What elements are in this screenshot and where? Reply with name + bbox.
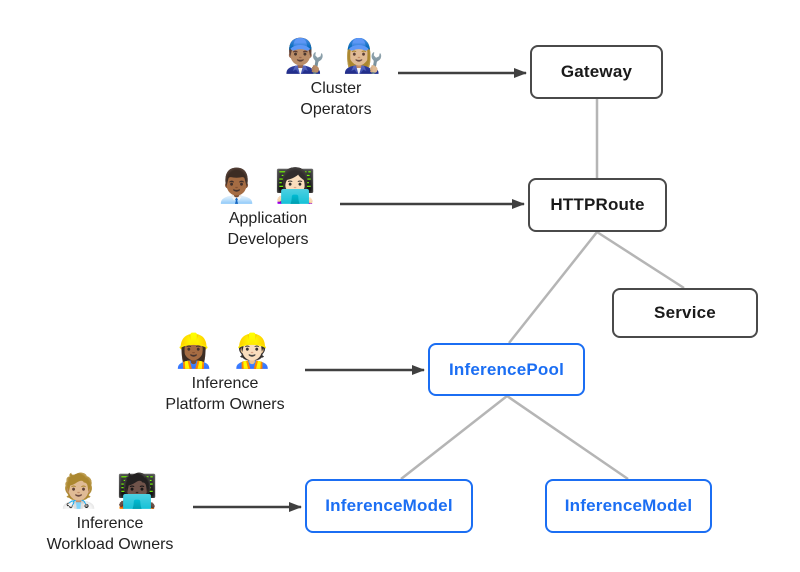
persona-label: Application <box>228 210 308 227</box>
persona-label: Workload Owners <box>46 536 174 553</box>
node-gateway: Gateway <box>530 45 663 99</box>
node-inferencepool: InferencePool <box>428 343 585 396</box>
edge-inferencepool-inferencemodel-right <box>506 394 629 481</box>
edge-httproute-inferencepool <box>508 231 598 344</box>
persona-label: Cluster <box>310 80 362 97</box>
persona-application-developers: 👨🏾‍💼 👩🏻‍💻 Application Developers <box>188 164 348 250</box>
application-developers-emoji-icon: 👨🏾‍💼 👩🏻‍💻 <box>216 167 320 204</box>
node-inferencemodel-left: InferenceModel <box>305 479 473 533</box>
inference-platform-owners-emoji-icon: 👷🏾‍♀️ 👷🏻 <box>173 332 277 369</box>
persona-label: Inference <box>191 375 259 392</box>
persona-label: Operators <box>300 101 372 118</box>
edge-httproute-service <box>596 230 685 290</box>
node-service: Service <box>612 288 758 338</box>
persona-label: Developers <box>227 231 309 248</box>
inference-workload-owners-emoji-icon: 🧑🏼‍⚕️ 🧑🏿‍💻 <box>58 472 162 509</box>
persona-cluster-operators: 👨🏽‍🔧 👩🏼‍🔧 Cluster Operators <box>256 34 416 120</box>
edge-inferencepool-inferencemodel-left <box>400 395 508 480</box>
node-httproute: HTTPRoute <box>528 178 667 232</box>
cluster-operators-emoji-icon: 👨🏽‍🔧 👩🏼‍🔧 <box>284 37 388 74</box>
persona-label: Inference <box>76 515 144 532</box>
persona-inference-platform-owners: 👷🏾‍♀️ 👷🏻 Inference Platform Owners <box>135 329 315 415</box>
node-inferencemodel-right: InferenceModel <box>545 479 712 533</box>
persona-label: Platform Owners <box>165 396 285 413</box>
persona-inference-workload-owners: 🧑🏼‍⚕️ 🧑🏿‍💻 Inference Workload Owners <box>20 469 200 555</box>
